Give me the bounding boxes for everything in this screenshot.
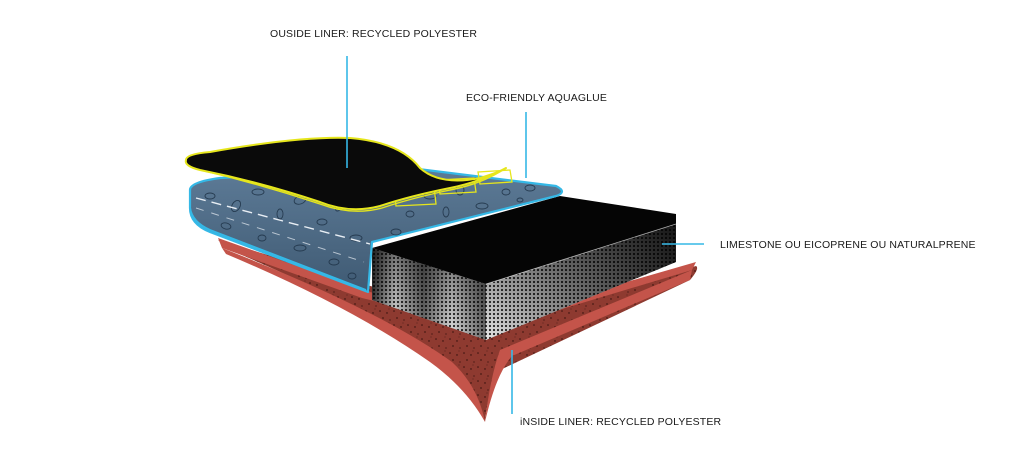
core-layer bbox=[372, 196, 677, 340]
inside-liner-right-curl bbox=[485, 270, 692, 422]
callout-lines bbox=[346, 56, 704, 414]
label-core: LIMESTONE OU EICOPRENE OU NATURALPRENE bbox=[720, 239, 976, 251]
outside-liner-layer bbox=[184, 136, 507, 212]
label-inside-liner: iNSIDE LINER: RECYCLED POLYESTER bbox=[520, 416, 722, 428]
label-outside-liner: OUSIDE LINER: RECYCLED POLYESTER bbox=[270, 28, 477, 40]
inside-liner-layer bbox=[218, 238, 698, 422]
label-aquaglue: ECO-FRIENDLY AQUAGLUE bbox=[466, 92, 607, 104]
core-top-face bbox=[372, 196, 676, 284]
aquaglue-body bbox=[188, 166, 564, 294]
aquaglue-layer bbox=[188, 166, 564, 294]
